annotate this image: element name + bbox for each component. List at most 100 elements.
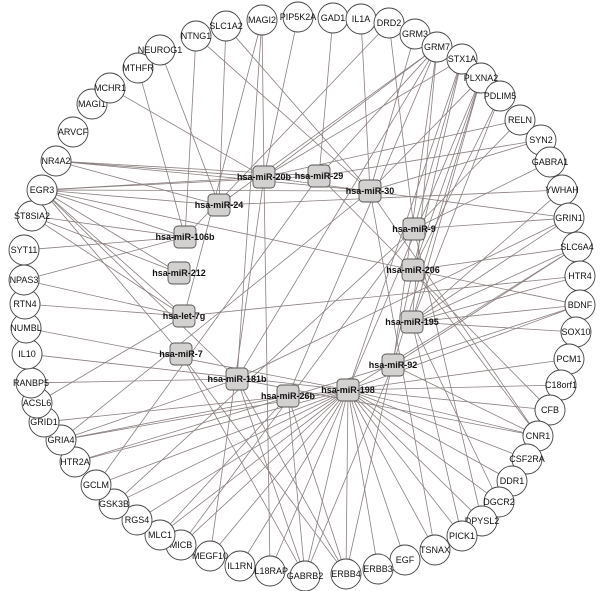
- edge-hsa-mir-198-megf10: [219, 389, 349, 545]
- gene-node-tsnax: TSNAX: [419, 534, 451, 566]
- mirna-label: hsa-miR-206: [386, 265, 440, 275]
- mirna-box: [400, 310, 424, 334]
- edge-hsa-mir-198-dpysl2: [347, 389, 472, 511]
- gene-label: PICK1: [449, 531, 475, 541]
- gene-label: SLC1A2: [209, 21, 243, 31]
- gene-circle: [446, 520, 478, 552]
- gene-node-htr2a: HTR2A: [59, 446, 91, 478]
- mirna-box: [167, 261, 191, 285]
- edge-hsa-mir-26b-grm7: [287, 60, 432, 397]
- gene-label: ACSL6: [23, 398, 52, 408]
- gene-circle: [446, 43, 478, 75]
- gene-label: ST8SIA2: [14, 211, 50, 221]
- edge-hsa-mir-198-csf2ra: [347, 389, 514, 454]
- edge-hsa-mir-198-grid1: [58, 389, 349, 421]
- mirna-box: [358, 179, 382, 203]
- edge-hsa-mir-198-mlc1: [171, 389, 349, 527]
- gene-circle: [98, 488, 130, 520]
- gene-label: GSK3B: [99, 499, 129, 509]
- gene-node-bdnf: BDNF: [564, 289, 596, 321]
- gene-node-il10: IL10: [11, 338, 43, 370]
- gene-label: IL18RAP: [252, 566, 288, 576]
- gene-label: RTN4: [13, 299, 36, 309]
- mirna-box: [207, 193, 231, 217]
- gene-label: MEGF10: [192, 551, 228, 561]
- gene-node-csf2ra: CSF2RA: [509, 443, 545, 475]
- gene-circle: [289, 560, 321, 591]
- gene-label: NEUROG1: [138, 45, 183, 55]
- mirna-label: hsa-miR-195: [385, 317, 439, 327]
- gene-node-gclm: GCLM: [80, 469, 112, 501]
- edge-hsa-mir-9-reln: [413, 130, 510, 230]
- gene-node-syt11: SYT11: [8, 234, 40, 266]
- edge-hsa-mir-198-il18rap: [275, 389, 349, 558]
- gene-label: IL1RN: [227, 561, 253, 571]
- edge-hsa-mir-26b-gria4: [75, 395, 289, 438]
- gene-label: PLXNA2: [464, 73, 499, 83]
- gene-label: YWHAH: [545, 185, 579, 195]
- gene-label: C18orf1: [545, 380, 577, 390]
- gene-label: MLC1: [148, 530, 172, 540]
- gene-label: MCHR1: [94, 83, 126, 93]
- edge-hsa-mir-9-dpysl2: [413, 228, 479, 507]
- edge-hsa-mir-20b-grm7: [263, 55, 426, 178]
- mirna-label: hsa-miR-7: [159, 349, 203, 359]
- gene-label: RGS4: [125, 515, 150, 525]
- gene-label: MAGI2: [248, 15, 276, 25]
- gene-label: GRM7: [424, 42, 450, 52]
- mirna-node-hsa-mir-24: hsa-miR-24: [195, 193, 243, 217]
- edge-hsa-mir-206-bdnf: [412, 269, 566, 303]
- edge-hsa-mir-26b-erbb4: [287, 395, 342, 560]
- gene-node-egr3: EGR3: [26, 174, 58, 206]
- mirna-box: [225, 367, 249, 391]
- mirna-node-hsa-mir-30: hsa-miR-30: [346, 179, 394, 203]
- edge-hsa-mir-195-pick1: [411, 321, 459, 522]
- edge-hsa-mir-24-egr3: [56, 190, 220, 206]
- edge-hsa-mir-181b-egr3: [52, 200, 238, 380]
- edge-hsa-mir-7-erbb4: [180, 353, 338, 563]
- edge-hsa-mir-181b-gria4: [75, 378, 238, 436]
- edge-hsa-mir-198-gria4: [75, 389, 349, 438]
- edge-hsa-mir-20b-mchr1: [122, 95, 265, 178]
- gene-node-erbb4: ERBB4: [330, 558, 362, 590]
- gene-node-neurog1: NEUROG1: [138, 34, 183, 66]
- edge-hsa-mir-198-micb: [191, 389, 349, 536]
- gene-node-sox10: SOX10: [560, 316, 592, 348]
- edge-hsa-mir-106b-st8sia2: [46, 217, 186, 238]
- gene-node-grin1: GRIN1: [553, 202, 585, 234]
- gene-circle: [8, 234, 40, 266]
- edge-hsa-mir-198-cnr1: [347, 389, 524, 433]
- edge-hsa-mir-195-slc6a4: [411, 252, 564, 323]
- gene-label: RELN: [508, 115, 532, 125]
- mirna-label: hsa-miR-26b: [261, 391, 316, 401]
- gene-circle: [465, 62, 497, 94]
- gene-node-cfb: CFB: [534, 394, 566, 426]
- edge-hsa-let-7g-rtn4: [39, 304, 185, 317]
- gene-circle: [122, 52, 154, 84]
- gene-node-grm7: GRM7: [421, 31, 453, 63]
- edge-hsa-mir-198-erbb3: [347, 389, 376, 555]
- gene-node-reln: RELN: [504, 104, 536, 136]
- gene-label: SYN2: [529, 135, 553, 145]
- mirna-node-hsa-mir-212: hsa-miR-212: [152, 261, 206, 285]
- edge-hsa-let-7g-npas3: [38, 282, 185, 317]
- gene-node-erbb3: ERBB3: [362, 553, 394, 585]
- gene-label: CSF2RA: [509, 454, 545, 464]
- gene-label: PDLIM5: [484, 91, 517, 101]
- edge-hsa-mir-206-plxna2: [412, 92, 477, 271]
- gene-label: SYT11: [11, 245, 38, 255]
- gene-node-stx1a: STX1A: [446, 43, 478, 75]
- gene-circle: [59, 446, 91, 478]
- gene-label: STX1A: [448, 54, 477, 64]
- gene-label: GABRA1: [532, 157, 569, 167]
- mirna-label: hsa-miR-198: [321, 385, 375, 395]
- mirna-node-hsa-mir-198: hsa-miR-198: [321, 378, 375, 402]
- gene-label: DPYSL2: [465, 516, 500, 526]
- gene-circle: [40, 145, 72, 177]
- mirna-box: [252, 165, 276, 189]
- gene-circle: [224, 550, 256, 582]
- edge-hsa-mir-26b-mlc1: [169, 395, 289, 525]
- edge-hsa-mir-30-gria4: [72, 190, 371, 431]
